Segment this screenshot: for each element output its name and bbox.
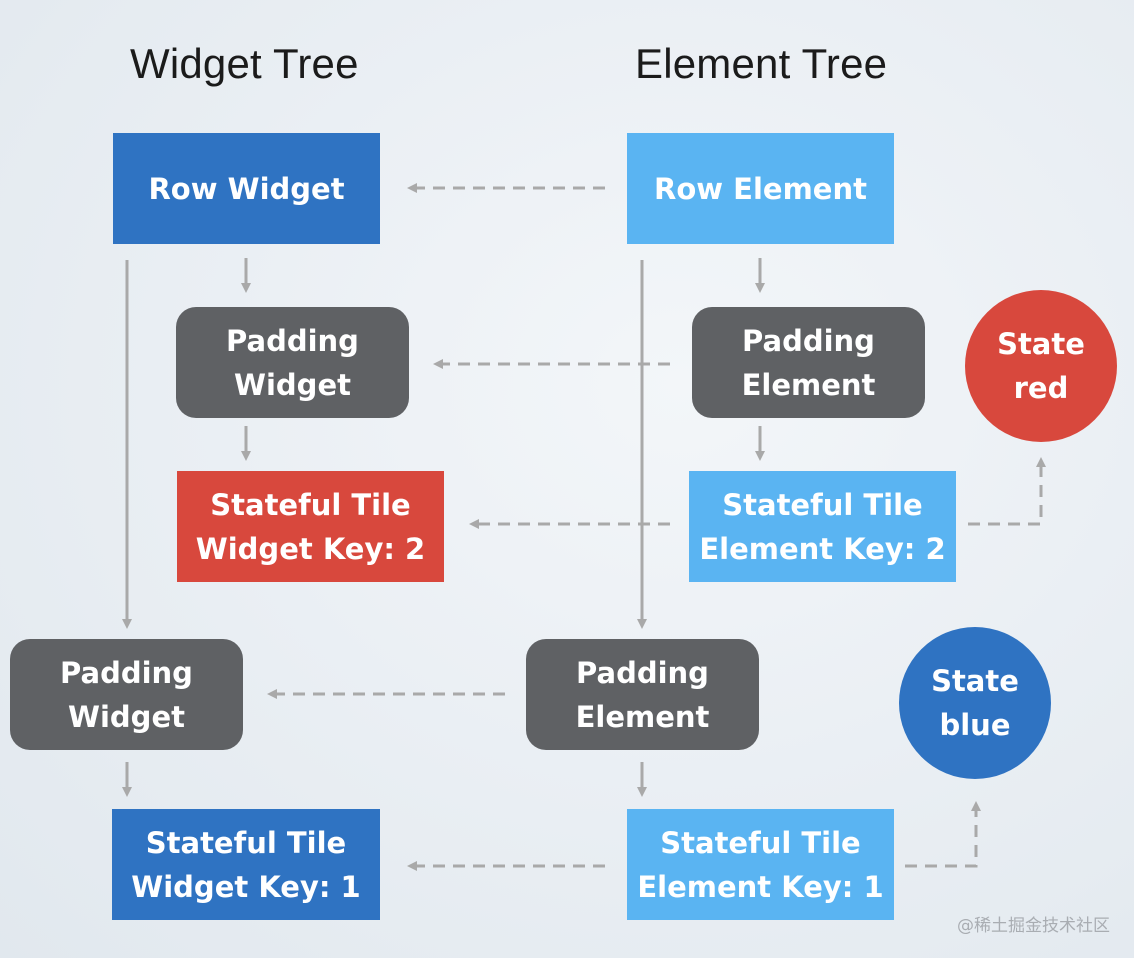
outer-padding-widget-label-line2: Widget: [68, 699, 185, 734]
row-widget-box: Row Widget: [113, 133, 380, 244]
outer-padding-element-box: Padding Element: [526, 639, 759, 750]
tile2-element-label-line1: Stateful Tile: [722, 487, 923, 522]
inner-padding-element-box: Padding Element: [692, 307, 925, 418]
tile1-element-label-line1: Stateful Tile: [660, 825, 861, 860]
state-red-circle: State red: [965, 290, 1117, 442]
state-blue-label-line2: blue: [939, 708, 1011, 742]
inner-padding-element-label-line2: Element: [741, 367, 876, 402]
inner-padding-widget-label-line2: Widget: [234, 367, 351, 402]
stateful-tile-element-key1-box: Stateful Tile Element Key: 1: [627, 809, 894, 920]
tile1-element-label-line2: Element Key: 1: [637, 869, 884, 904]
element-tree-heading: Element Tree: [635, 40, 888, 87]
inner-padding-widget-label-line1: Padding: [226, 323, 359, 358]
tile2-widget-label-line1: Stateful Tile: [210, 487, 411, 522]
tile1-widget-label-line1: Stateful Tile: [145, 825, 347, 860]
outer-padding-widget-box: Padding Widget: [10, 639, 243, 750]
stateful-tile-element-key2-box: Stateful Tile Element Key: 2: [689, 471, 956, 582]
tile2-element-label-line2: Element Key: 2: [699, 531, 946, 566]
outer-padding-widget-label-line1: Padding: [60, 655, 193, 690]
tile1-to-state-blue-dashed-arrow: [905, 801, 981, 868]
watermark-text: @稀土掘金技术社区: [957, 916, 1110, 936]
outer-padding-element-label-line1: Padding: [576, 655, 709, 690]
state-blue-circle: State blue: [899, 627, 1051, 779]
outer-padding-element-label-line2: Element: [575, 699, 710, 734]
stateful-tile-widget-key2-box: Stateful Tile Widget Key: 2: [177, 471, 444, 582]
state-red-label-line1: State: [997, 327, 1085, 361]
tile1-widget-label-line2: Widget Key: 1: [131, 869, 361, 904]
inner-padding-element-label-line1: Padding: [742, 323, 875, 358]
row-element-label: Row Element: [654, 171, 867, 206]
inner-padding-widget-box: Padding Widget: [176, 307, 409, 418]
row-widget-label: Row Widget: [148, 171, 345, 206]
tile2-to-state-red-dashed-arrow: [968, 457, 1046, 526]
widget-tree-heading: Widget Tree: [130, 40, 359, 87]
row-element-box: Row Element: [627, 133, 894, 244]
state-red-label-line2: red: [1013, 371, 1069, 405]
stateful-tile-widget-key1-box: Stateful Tile Widget Key: 1: [112, 809, 380, 920]
state-blue-label-line1: State: [931, 664, 1019, 698]
tile2-widget-label-line2: Widget Key: 2: [195, 531, 426, 566]
